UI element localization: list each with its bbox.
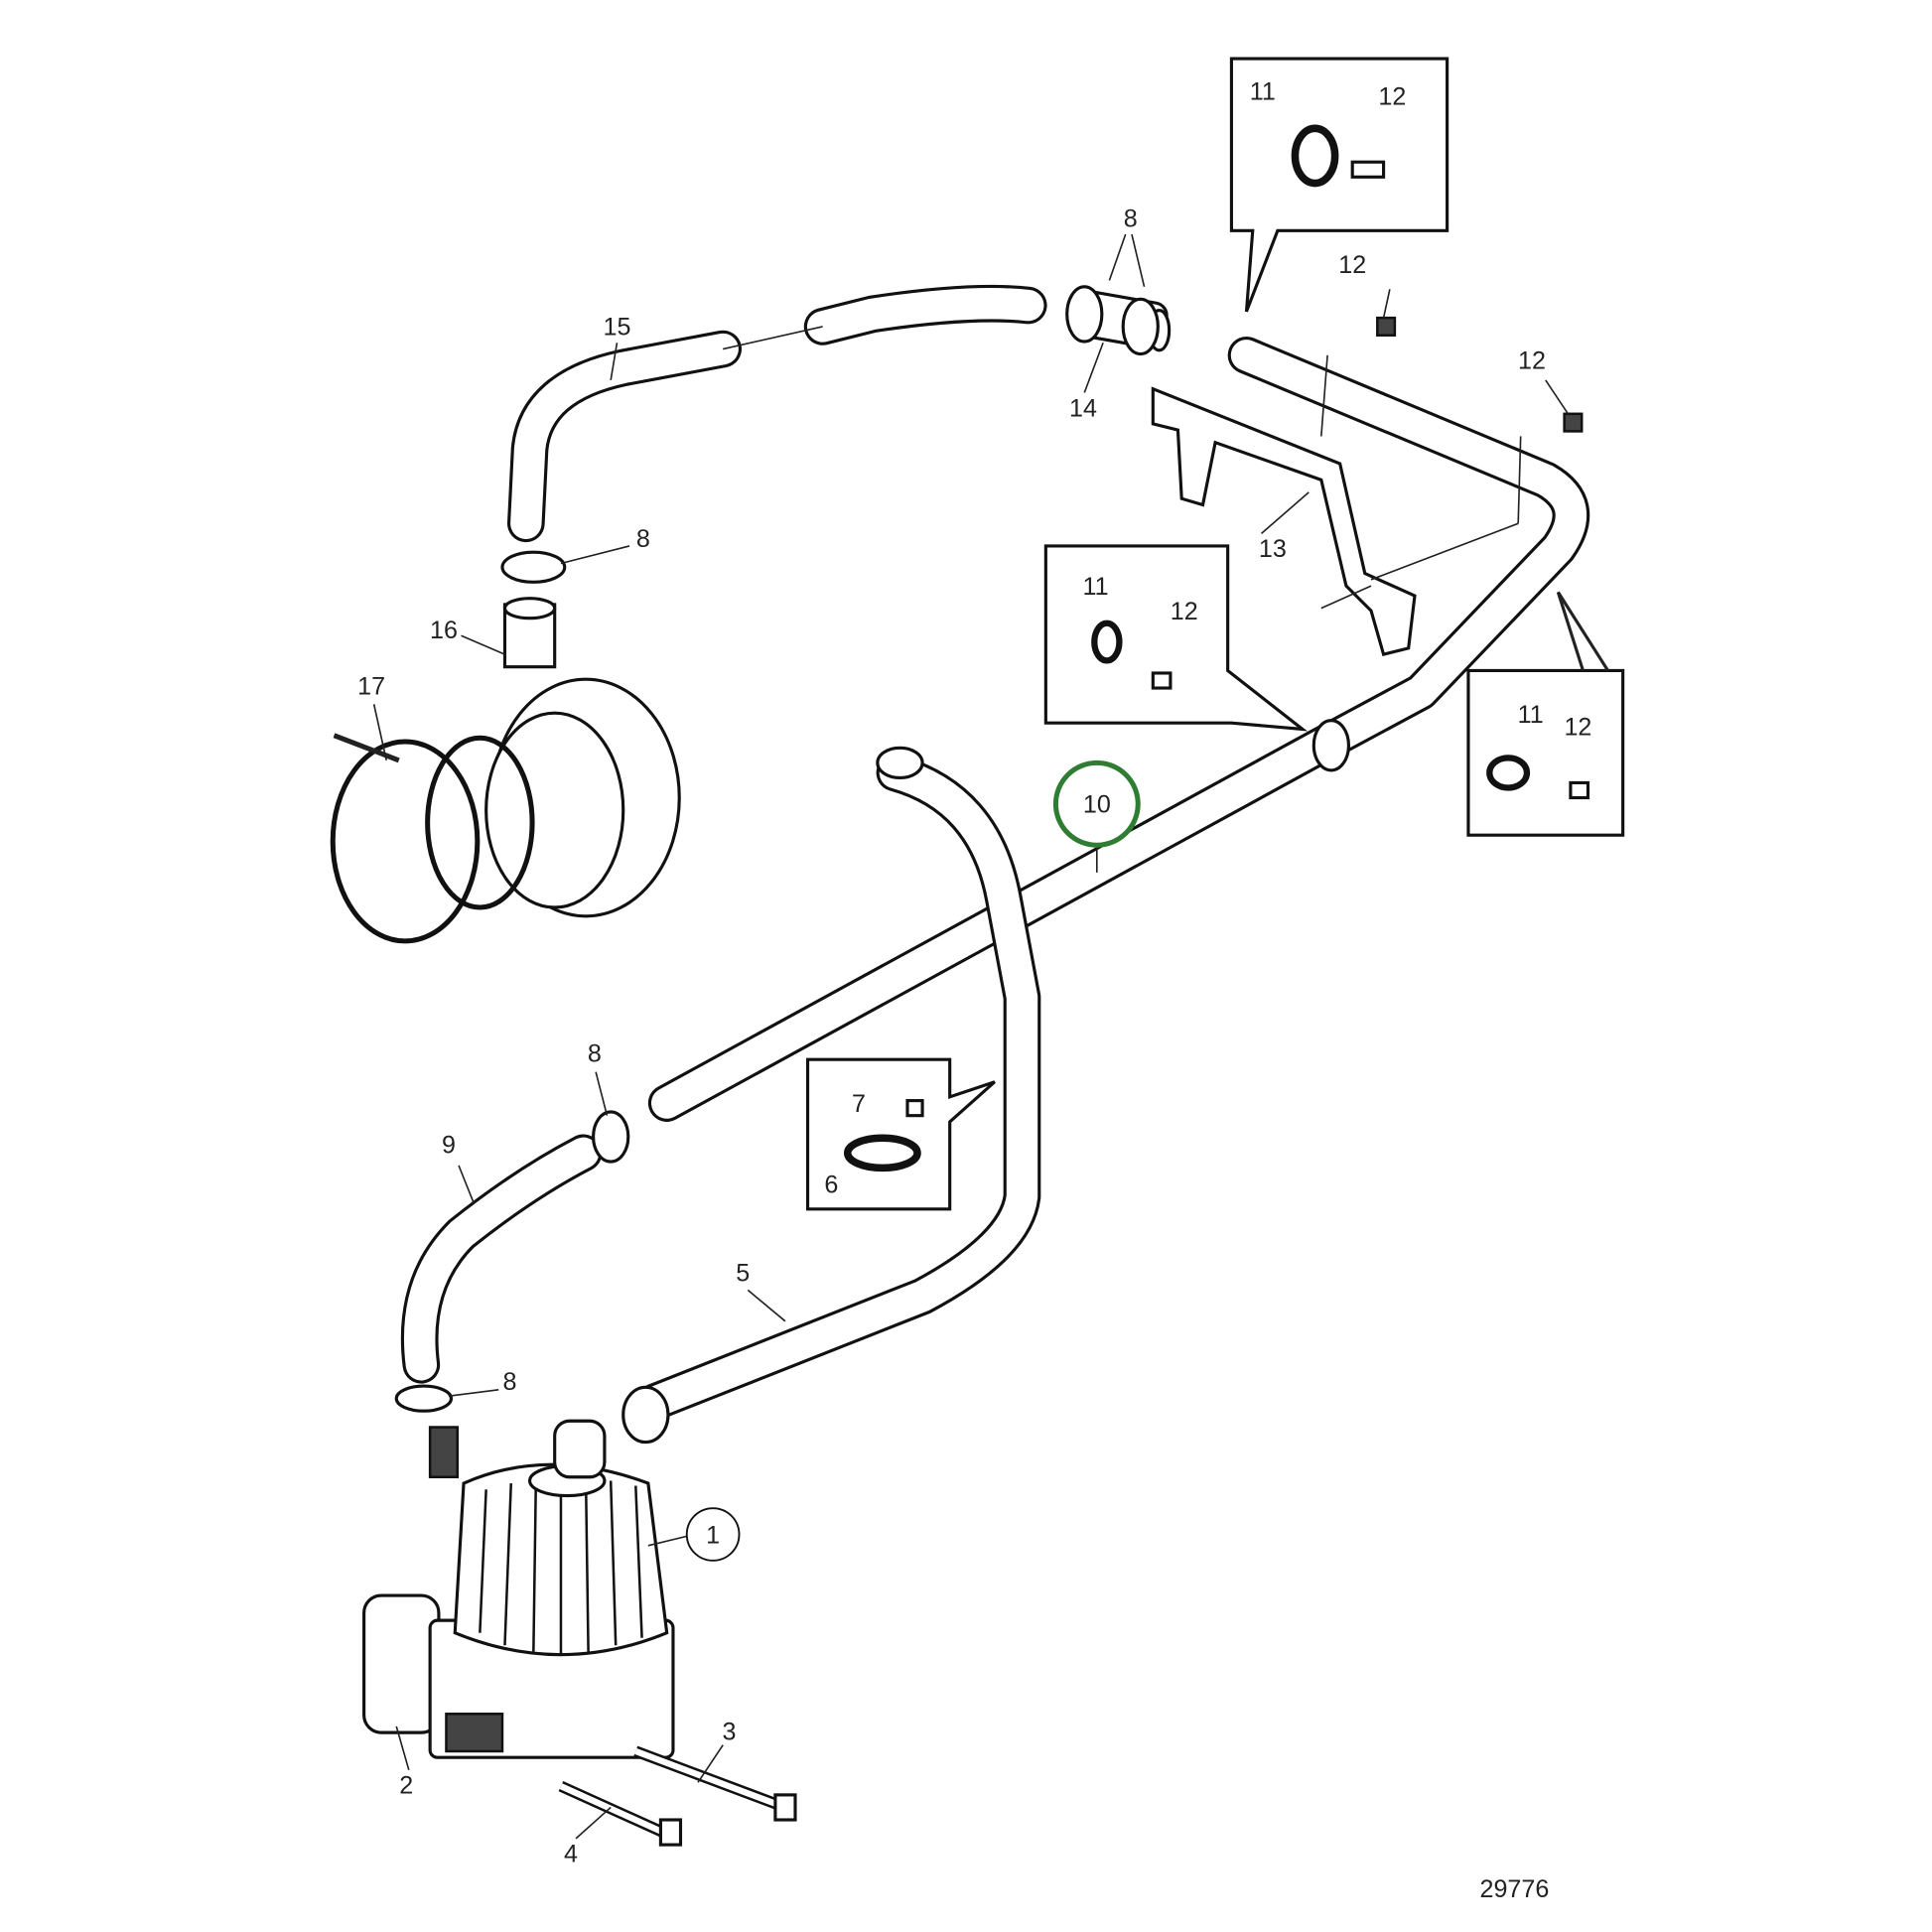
- bolt-3[interactable]: [633, 1745, 797, 1822]
- callout-12: 12: [1378, 82, 1406, 110]
- callout-17: 17: [357, 672, 385, 700]
- inlet-16[interactable]: [484, 597, 681, 918]
- inset-box-2: [1043, 544, 1309, 732]
- callout-11: 11: [1518, 701, 1544, 729]
- clamp-17[interactable]: [330, 733, 535, 944]
- callout-15: 15: [604, 314, 631, 342]
- callout-4: 4: [564, 1841, 578, 1868]
- inset-box-4: [805, 1057, 996, 1211]
- callout-11: 11: [1250, 77, 1276, 105]
- callout-10[interactable]: 10: [1083, 791, 1111, 819]
- callout-8: 8: [636, 525, 650, 553]
- callout-13: 13: [1259, 535, 1287, 563]
- leader-lines: [372, 233, 1570, 1840]
- callout-7: 7: [852, 1090, 866, 1118]
- callout-14: 14: [1069, 394, 1097, 422]
- clamps-8[interactable]: [394, 285, 1351, 1445]
- hose-10[interactable]: [647, 336, 1590, 1122]
- hose-15[interactable]: [506, 284, 1047, 543]
- air-pump-1[interactable]: [362, 1419, 675, 1759]
- bolt-4[interactable]: [558, 1780, 683, 1847]
- callout-3: 3: [722, 1719, 736, 1746]
- callout-5: 5: [736, 1260, 750, 1288]
- callout-circle-1: [685, 1507, 741, 1562]
- inset-box-1: [1229, 57, 1449, 313]
- callout-12: 12: [1564, 714, 1591, 742]
- callout-12: 12: [1338, 251, 1366, 279]
- bolts-12[interactable]: [1376, 316, 1584, 433]
- inset-box-3: [1466, 591, 1625, 837]
- hose-5[interactable]: [635, 754, 1041, 1422]
- highlight-circle-10[interactable]: [1052, 759, 1141, 848]
- callout-12: 12: [1171, 598, 1198, 625]
- hose-9[interactable]: [400, 1134, 603, 1384]
- callout-9: 9: [442, 1131, 456, 1159]
- callout-labels: 11 12 8 12 15 14 12 8 13 16 11 12 17 11 …: [357, 77, 1591, 1902]
- callout-8: 8: [503, 1368, 517, 1396]
- callout-8: 8: [588, 1040, 602, 1068]
- callout-11: 11: [1083, 573, 1109, 601]
- diagram-id: 29776: [1480, 1875, 1550, 1903]
- bracket-13[interactable]: [1151, 386, 1417, 657]
- callout-12: 12: [1518, 347, 1546, 375]
- callout-1: 1: [706, 1521, 720, 1549]
- callout-6: 6: [824, 1171, 838, 1198]
- callout-16: 16: [430, 617, 458, 644]
- callout-2: 2: [399, 1772, 413, 1800]
- callout-8: 8: [1124, 205, 1138, 232]
